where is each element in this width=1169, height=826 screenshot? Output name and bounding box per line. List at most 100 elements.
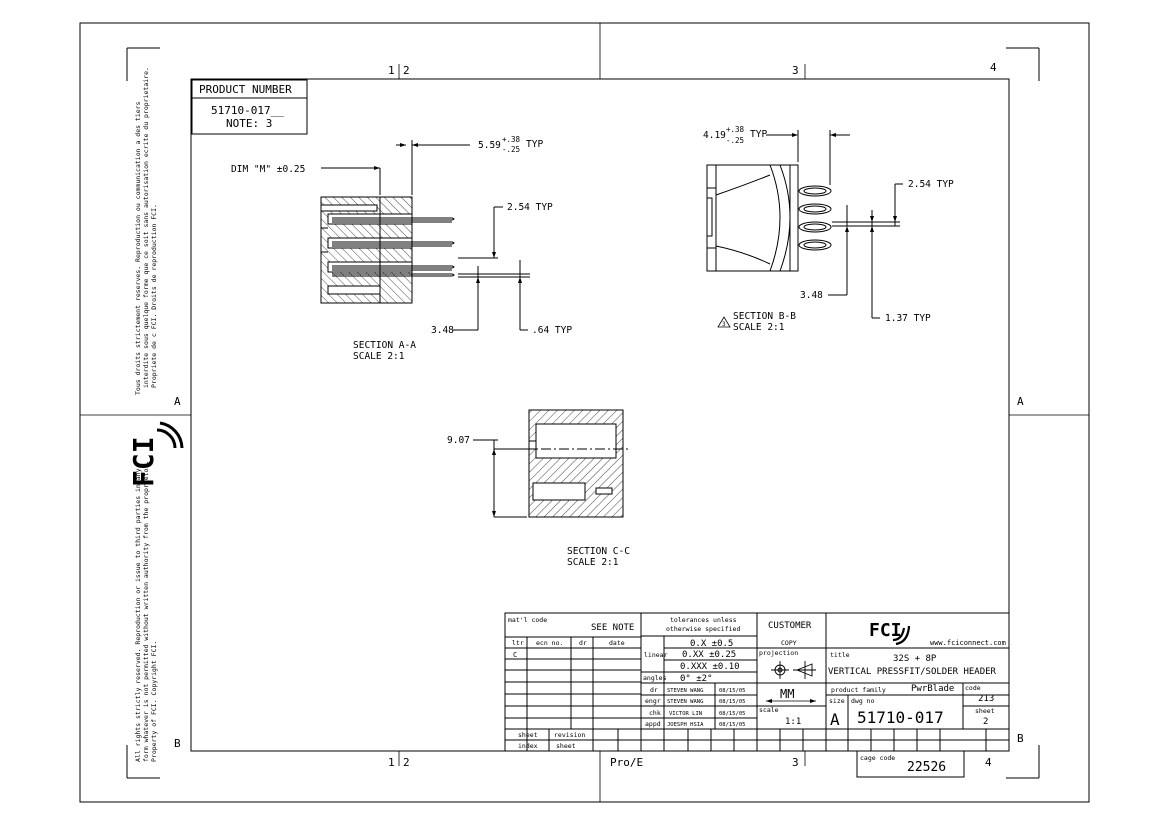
projection-label: projection [759, 649, 798, 657]
section-a-a-arrows [374, 143, 522, 283]
angles-label: angles [643, 674, 667, 682]
zone-dividers [80, 23, 1089, 802]
projection-symbol-icon [771, 661, 816, 679]
zone-right-b: B [1017, 732, 1024, 745]
outer-border [79, 22, 1090, 803]
code-label: code [965, 684, 981, 692]
size-label: size [829, 697, 845, 705]
svg-text:All rights strictly reserved.: All rights strictly reserved. Reproducti… [134, 468, 142, 762]
zone-top-2: 2 [403, 64, 410, 77]
zone-bottom-2: 2 [403, 756, 410, 769]
zone-top-3: 3 [792, 64, 799, 77]
section-c-c-scale: SCALE 2:1 [567, 557, 619, 568]
rev-first-ltr: C [513, 651, 517, 659]
svg-text:Property of FCI. Copyright FC: Property of FCI. Copyright FCI. [150, 641, 158, 762]
dim-9-07: 9.07 [447, 435, 470, 446]
dim-064: .64 TYP [532, 325, 572, 336]
zone-bottom-pro-e: Pro/E [610, 756, 643, 769]
website: www.fciconnect.com [930, 639, 1006, 647]
dwg-no-value: 51710-017 [857, 708, 944, 727]
dim-1-37: 1.37 TYP [885, 313, 931, 324]
title-line-1: 32S + 8P [893, 654, 937, 664]
svg-text:interdite sous quelque forme q: interdite sous quelque forme que ce soit… [142, 67, 150, 388]
delta-note-icon: 3 [717, 316, 731, 328]
revision-label-bottom: revision [554, 731, 585, 739]
approval-name-3: VICTOR LIN [669, 711, 702, 717]
svg-text:form whatever is not permitted: form whatever is not permitted without w… [142, 461, 150, 762]
product-number-box: PRODUCT NUMBER 51710-017__ NOTE: 3 [191, 79, 308, 135]
svg-text:FCI: FCI [127, 436, 160, 487]
scale-label: scale [759, 706, 779, 714]
svg-text:3: 3 [722, 321, 726, 328]
legal-text-english: All rights strictly reserved. Reproducti… [134, 461, 158, 762]
section-c-c [473, 409, 628, 518]
cage-code-value: 22526 [907, 760, 946, 775]
product-number-header: PRODUCT NUMBER [199, 83, 292, 96]
tol-linear-1: 0.X ±0.5 [690, 639, 733, 649]
dim-5-59-tol-plus: +.38 [502, 135, 521, 144]
scale-value: 1:1 [785, 717, 801, 727]
zone-bottom-3: 3 [792, 756, 799, 769]
dim-5-59-typ: TYP [526, 139, 543, 150]
section-b-b-arrows [792, 133, 897, 232]
approval-role-1: dr [650, 686, 658, 694]
title-line-2: VERTICAL PRESSFIT/SOLDER HEADER [828, 667, 997, 677]
copy-label: COPY [781, 639, 797, 647]
svg-text:FCI: FCI [869, 620, 902, 641]
matl-code-label: mat'l code [508, 616, 547, 624]
dim-5-59: 5.59 [478, 140, 501, 151]
cage-code-label: cage code [860, 754, 895, 762]
dim-4-19-tol-minus: -.25 [726, 136, 744, 145]
units-arrow-icon [766, 699, 816, 703]
sheet-label-bottom: sheet [518, 731, 538, 739]
dim-4-19-tol-plus: +.38 [726, 125, 745, 134]
dim-4-19-typ: TYP [750, 129, 767, 140]
zone-left-b: B [174, 737, 181, 750]
index-label-bottom: index [518, 742, 538, 750]
approval-role-3: chk [649, 709, 661, 717]
dim-3-48-a: 3.48 [431, 325, 454, 336]
approval-name-1: STEVEN WANG [667, 688, 703, 694]
approval-name-4: JOESPH HSIA [667, 722, 704, 728]
dim-5-59-tol-minus: -.25 [502, 145, 520, 154]
zone-bottom-1: 1 [388, 756, 395, 769]
approval-date-4: 08/15/05 [719, 722, 746, 728]
zone-right-a: A [1017, 395, 1024, 408]
legal-text-french: Tous droits strictement reserves. Reprod… [134, 67, 158, 395]
tolerances-line1: tolerances unless [670, 616, 737, 624]
fci-title-logo: FCI [869, 620, 911, 646]
see-note: SEE NOTE [591, 623, 634, 633]
approval-role-4: appd [645, 720, 661, 728]
zone-top-1: 1 [388, 64, 395, 77]
zone-left-a: A [174, 395, 181, 408]
section-a-a-label: SECTION A-A [353, 340, 416, 351]
section-a-a-scale: SCALE 2:1 [353, 351, 405, 362]
rev-header-date: date [609, 639, 625, 647]
tolerances-line2: otherwise specified [666, 625, 740, 633]
approval-date-3: 08/15/05 [719, 711, 746, 717]
approval-date-1: 08/15/05 [719, 688, 746, 694]
zone-bottom-4: 4 [985, 756, 992, 769]
dim-3-48-b: 3.48 [800, 290, 823, 301]
svg-text:Propriete de c FCI. Droits de: Propriete de c FCI. Droits de reproducti… [150, 204, 158, 388]
tol-angles: 0° ±2° [680, 674, 713, 684]
sheet-label: sheet [975, 707, 995, 715]
dim-4-19: 4.19 [703, 130, 726, 141]
code-value: 213 [978, 694, 994, 704]
tol-linear-2: 0.XX ±0.25 [682, 650, 736, 660]
units-mm: MM [780, 687, 794, 701]
dim-m-label: DIM "M" ±0.25 [231, 164, 305, 175]
product-number-value: 51710-017__ [211, 104, 284, 117]
approval-name-2: STEVEN WANG [667, 699, 703, 705]
linear-label: linear [644, 651, 668, 659]
size-value: A [830, 710, 840, 729]
dwg-no-label: dwg no [851, 697, 875, 705]
section-c-c-label: SECTION C-C [567, 546, 630, 557]
approval-role-2: engr [645, 697, 661, 705]
dim-2-54-b: 2.54 TYP [908, 179, 954, 190]
title-block [504, 612, 1010, 778]
section-a-a [320, 140, 530, 331]
fci-side-logo: FCI [127, 421, 184, 487]
product-family-label: product family [831, 686, 886, 694]
